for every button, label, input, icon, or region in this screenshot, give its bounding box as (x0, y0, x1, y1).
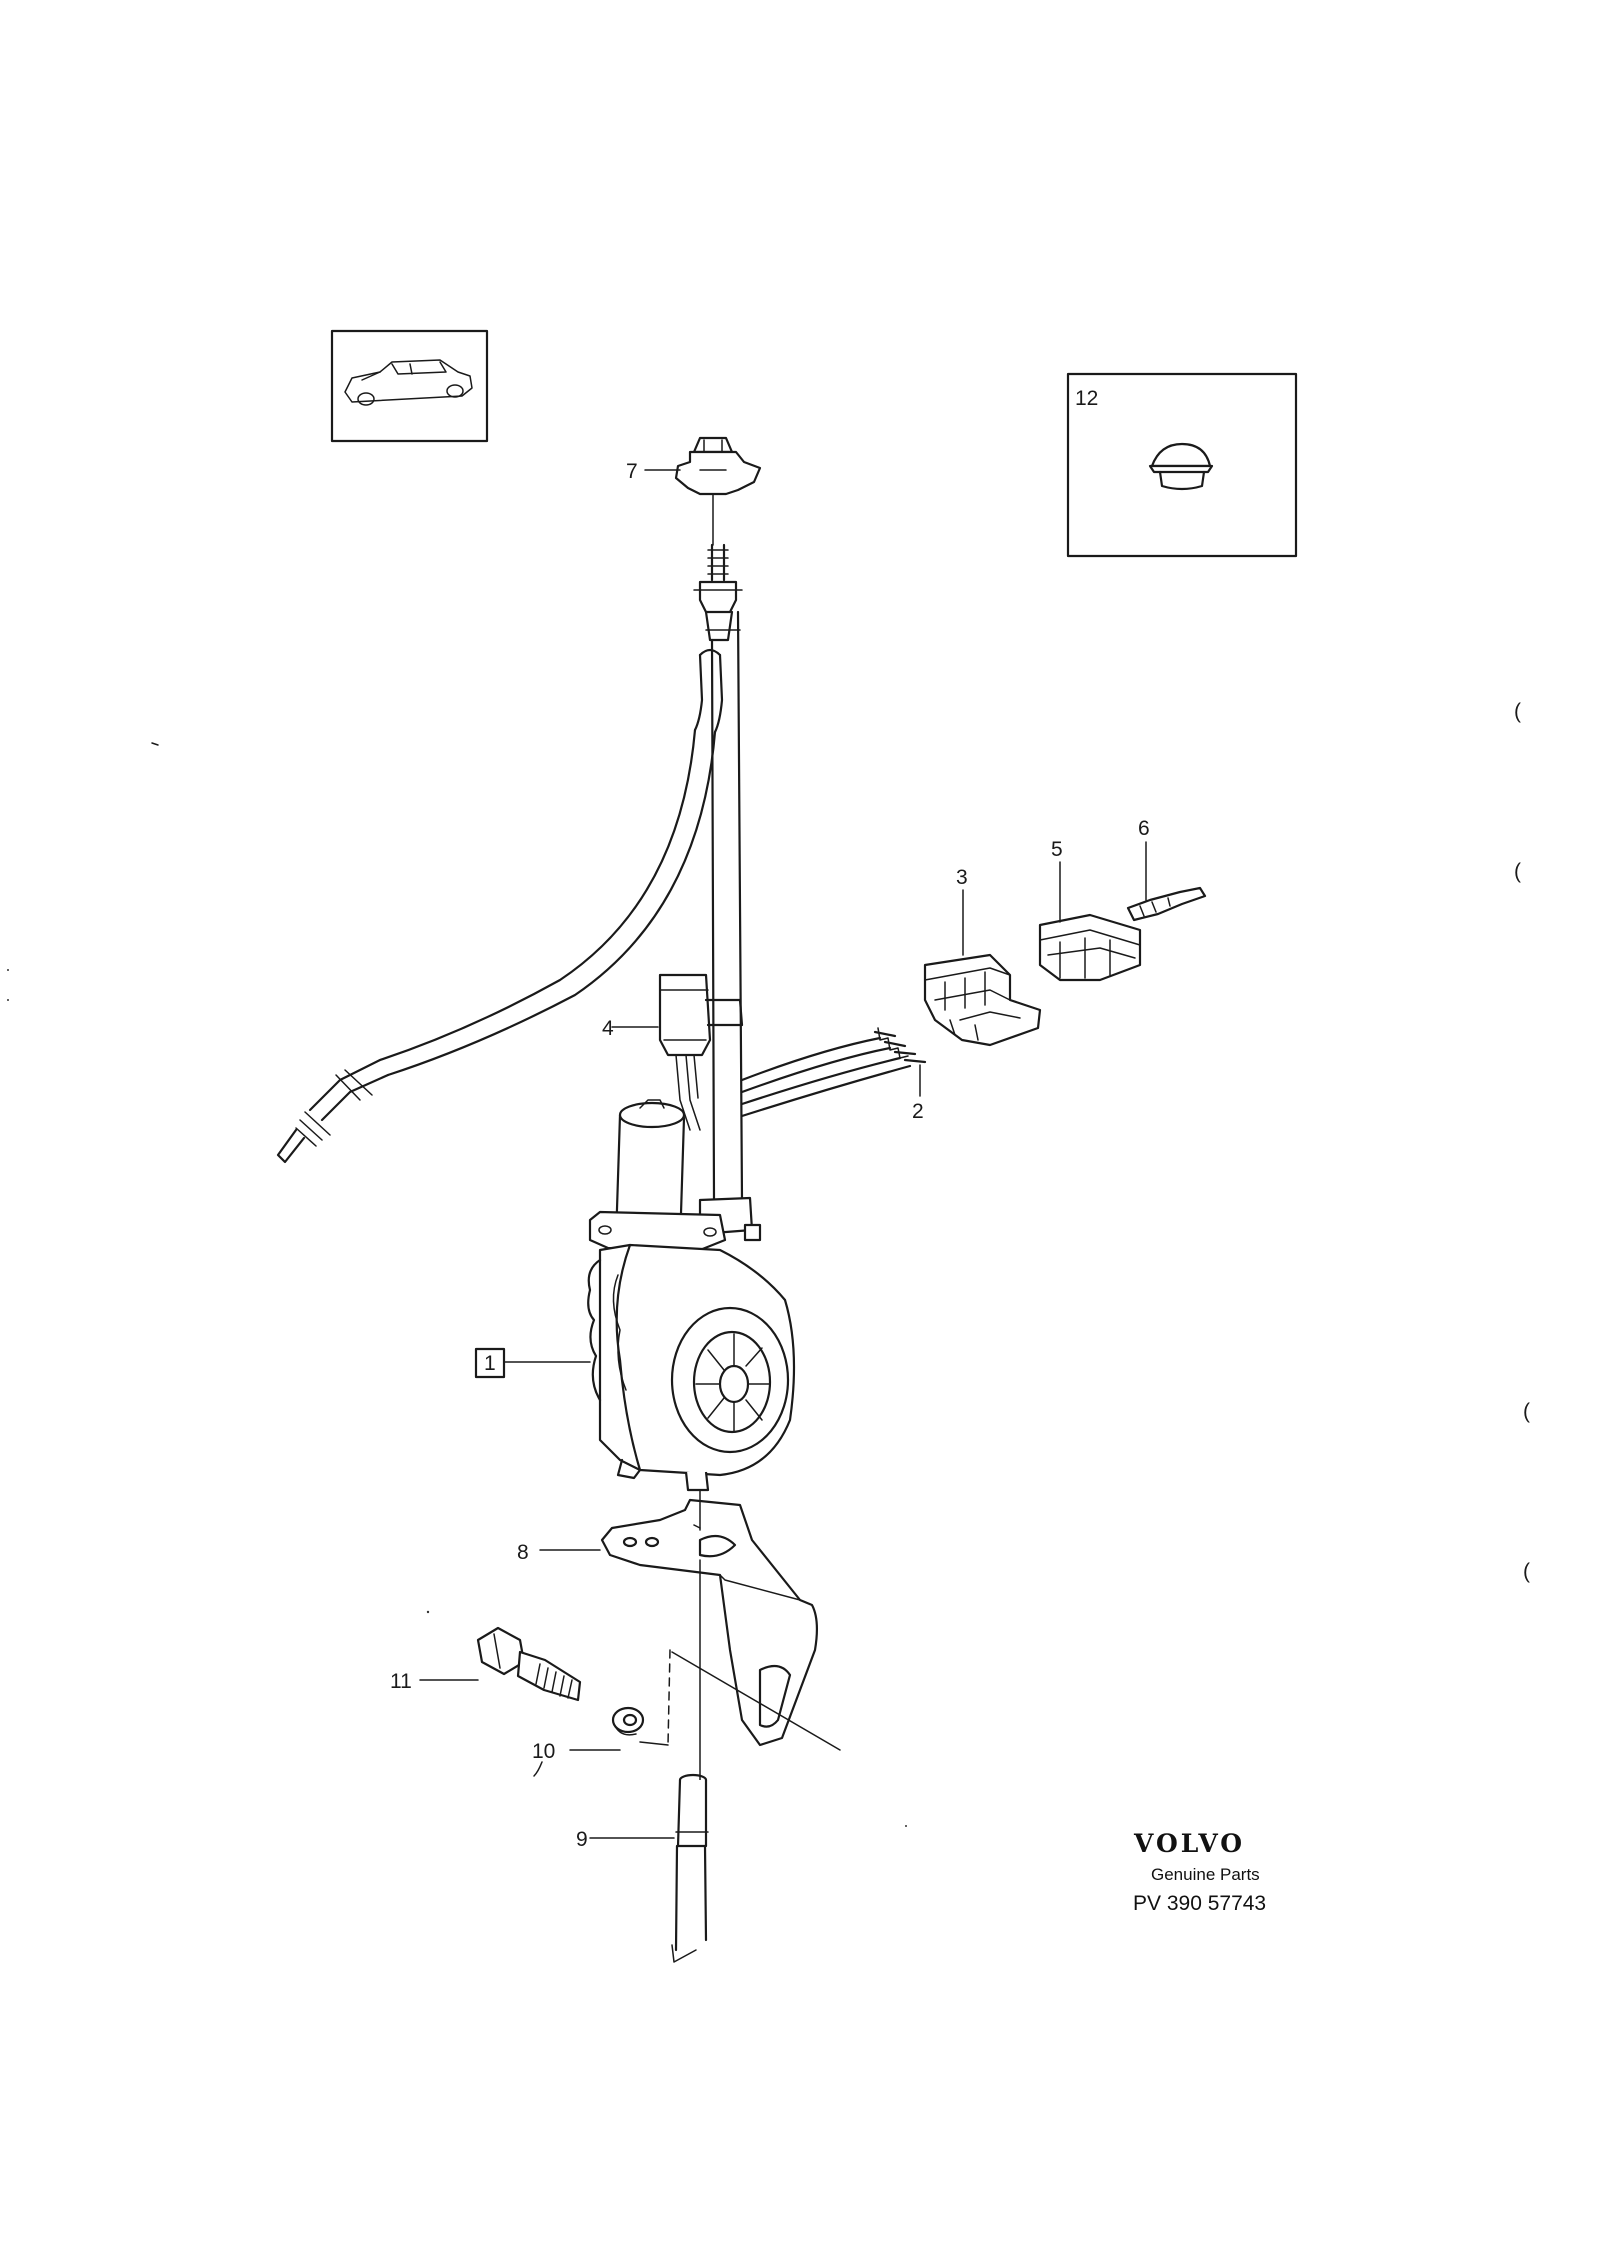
antenna-top-nut (674, 436, 762, 496)
rubber-grommet-icon (1148, 442, 1214, 491)
antenna-mast (693, 543, 744, 1202)
margin-mark-4: ( (1523, 1560, 1530, 1583)
margin-mark-2: ( (1514, 860, 1521, 883)
callout-1-box (474, 1347, 506, 1379)
connector-housing-4 (658, 973, 744, 1057)
callout-10: 10 (532, 1740, 555, 1763)
volvo-logo: VOLVO (1133, 1829, 1245, 1858)
vehicle-thumbnail (330, 329, 489, 443)
callout-1: 1 (484, 1352, 496, 1375)
margin-mark-3: ( (1523, 1400, 1530, 1423)
callout-7: 7 (626, 460, 638, 483)
grommet-inset-box: 12 (1066, 372, 1298, 558)
connector-5 (1038, 913, 1142, 982)
antenna-motor-icon (587, 1099, 796, 1492)
wire-harness-2 (740, 1027, 927, 1118)
connector-3 (923, 953, 1042, 1047)
callout-5: 5 (1051, 838, 1063, 861)
callout-4: 4 (602, 1017, 614, 1040)
terminal-6 (1126, 886, 1207, 922)
callout-3: 3 (956, 866, 968, 889)
mounting-bracket-8 (600, 1498, 819, 1747)
diagram-reference: PV 390 57743 (1133, 1892, 1266, 1915)
flange-bolt-11 (476, 1626, 582, 1702)
washer-10 (611, 1706, 645, 1736)
callout-12: 12 (1075, 387, 1098, 410)
margin-mark-1: ( (1514, 700, 1521, 723)
callout-8: 8 (517, 1541, 529, 1564)
callout-2: 2 (912, 1100, 924, 1123)
callout-9: 9 (576, 1828, 588, 1851)
car-icon (344, 359, 473, 406)
genuine-parts-label: Genuine Parts (1151, 1865, 1260, 1884)
antenna-cable (276, 648, 724, 1164)
drain-tube-9 (671, 1773, 709, 1963)
callout-11: 11 (390, 1670, 412, 1693)
callout-6: 6 (1138, 817, 1150, 840)
